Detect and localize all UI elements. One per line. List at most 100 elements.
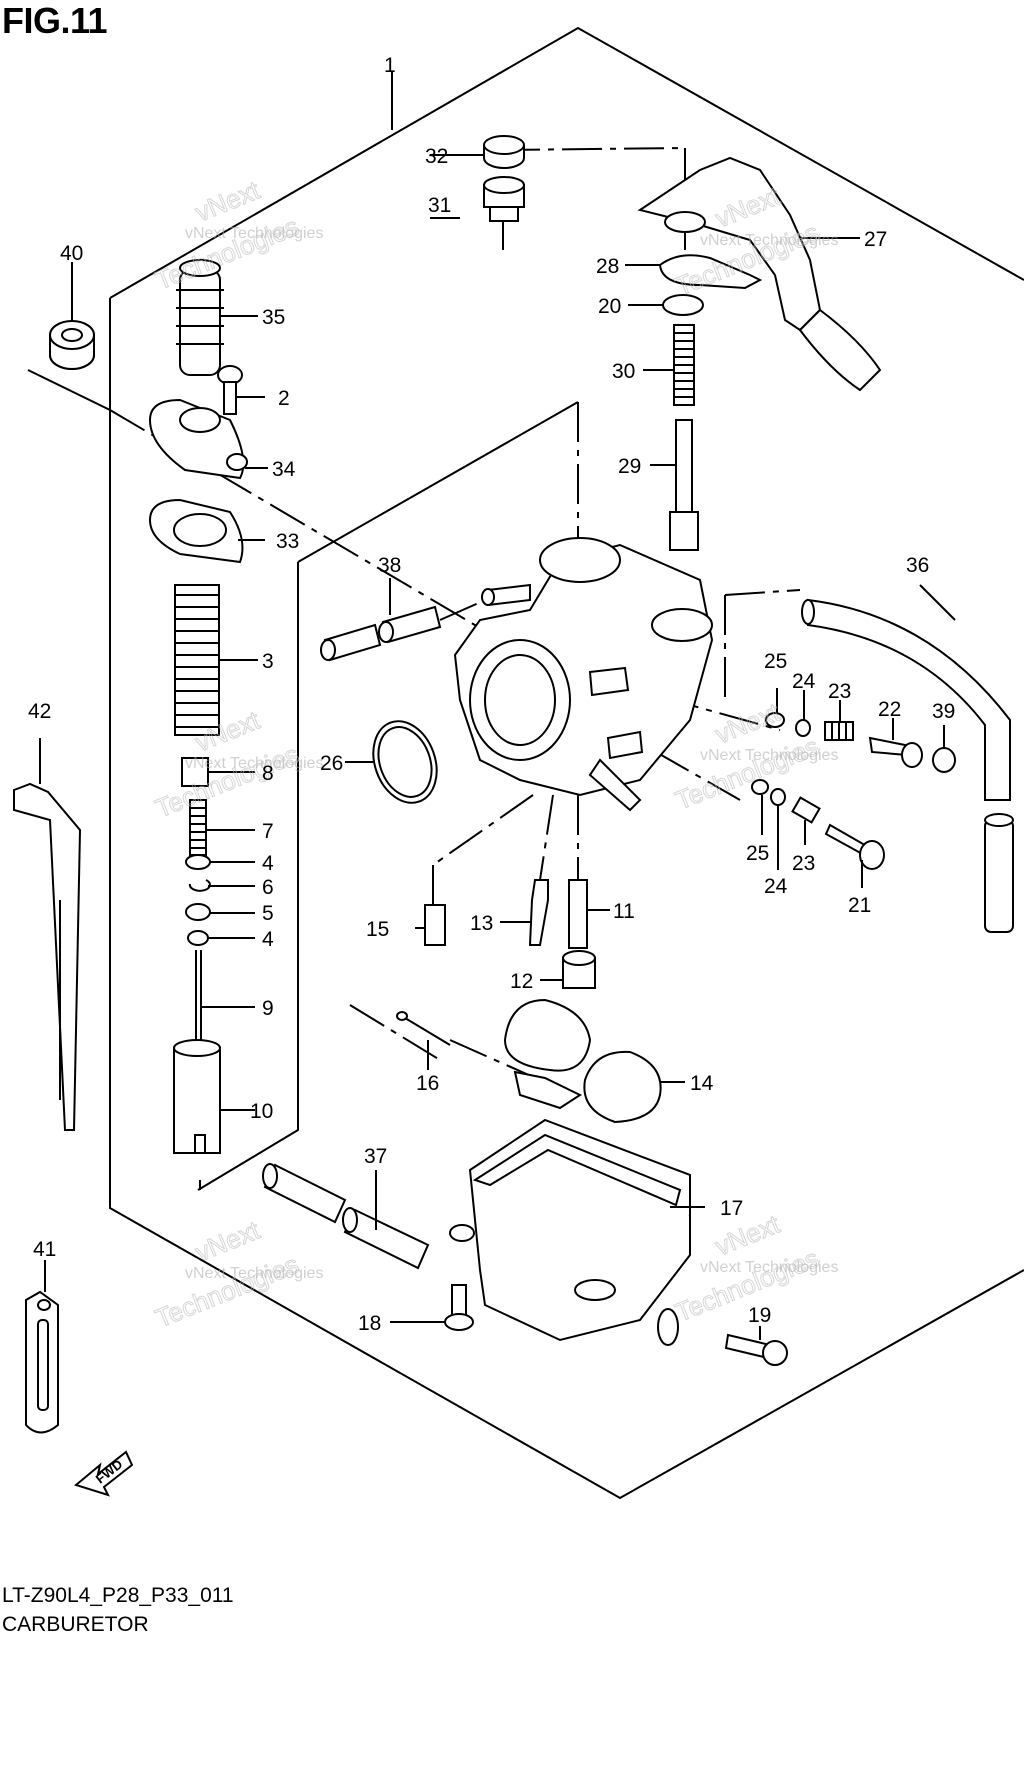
model-code: LT-Z90L4_P28_P33_011 (2, 1584, 234, 1607)
part-36-hose (801, 598, 1014, 933)
assembly-dash-lines (109, 147, 801, 1190)
callout-13: 13 (470, 912, 493, 935)
callout-10: 10 (250, 1100, 273, 1123)
part-19-drain-screw (724, 1333, 788, 1366)
part-26-oring (372, 720, 438, 804)
callout-28: 28 (596, 255, 619, 278)
callout-30: 30 (612, 360, 635, 383)
leader-lines (39, 72, 956, 1340)
part-10-slide (173, 1039, 221, 1154)
callout-15: 15 (366, 918, 389, 941)
callout-4: 4 (262, 852, 274, 875)
callout-38: 38 (378, 554, 401, 577)
callout-14: 14 (690, 1072, 714, 1095)
part-37-hose (262, 1163, 430, 1270)
watermark-text: vNext (711, 697, 785, 750)
part-30-spring (673, 324, 695, 406)
part-14-float (503, 998, 662, 1124)
callout-12: 12 (510, 970, 533, 993)
part-lower-screws (751, 779, 885, 870)
watermark-text: vNext Technologies (185, 1265, 323, 1282)
callout-17: 17 (720, 1197, 743, 1220)
callout-3: 3 (262, 650, 274, 673)
callout-32: 32 (425, 145, 448, 168)
callout-9: 9 (262, 997, 274, 1020)
callout-5: 5 (262, 902, 274, 925)
callout-20: 20 (598, 295, 621, 318)
callout-21: 21 (848, 894, 871, 917)
part-11-tube (568, 879, 588, 949)
callout-42: 42 (28, 700, 51, 723)
part-8-clip (181, 757, 209, 787)
callout-24b: 24 (764, 875, 788, 898)
watermark-text: Technologies (151, 1249, 303, 1334)
watermark-text: vNext Technologies (700, 747, 838, 764)
callout-34: 34 (272, 458, 296, 481)
watermark-text: Technologies (671, 1243, 823, 1328)
callout-37: 37 (364, 1145, 387, 1168)
watermark-text: Technologies (151, 211, 303, 296)
callout-23: 23 (828, 680, 851, 703)
part-28-plate (658, 254, 763, 290)
callout-31: 31 (428, 194, 451, 217)
callout-22: 22 (878, 698, 901, 721)
watermark-text: vNext Technologies (700, 1259, 838, 1276)
part-3-spring (174, 584, 220, 736)
part-2-screw (217, 365, 243, 415)
callout-18: 18 (358, 1312, 381, 1335)
part-34-top (148, 398, 248, 480)
part-27-lever (637, 156, 882, 392)
part-18-screw (444, 1284, 474, 1331)
callout-35: 35 (262, 306, 285, 329)
part-29-plunger (669, 419, 699, 551)
part-41-clamp (25, 1290, 59, 1434)
callout-41: 41 (33, 1238, 56, 1261)
part-17-float-bowl (449, 1118, 691, 1346)
part-13-jet (528, 879, 549, 946)
watermark-text: vNext Technologies (185, 755, 323, 772)
part-42-cable-tie (13, 782, 82, 1131)
part-upper-screws (765, 712, 956, 773)
callout-39: 39 (932, 700, 955, 723)
callout-labels: 1 2 3 4 4 5 6 7 8 9 10 11 12 13 14 15 16… (28, 54, 955, 1335)
part-16-pin (396, 1011, 451, 1046)
part-35-cap (176, 259, 224, 376)
part-31-adjuster (483, 176, 525, 222)
part-washers (185, 854, 211, 946)
part-38-pipe (320, 605, 442, 662)
part-12-jet (562, 950, 596, 989)
callout-29: 29 (618, 455, 641, 478)
watermark-text: Technologies (151, 739, 303, 824)
assembly-frame (27, 26, 1024, 1500)
part-15-jet (424, 904, 446, 946)
carburetor-body (453, 537, 714, 812)
watermark-text: vNext Technologies (185, 225, 323, 242)
callout-8: 8 (262, 762, 274, 785)
callout-33: 33 (276, 530, 299, 553)
part-40-nut (49, 320, 95, 370)
fwd-arrow (73, 1450, 134, 1497)
watermark-text: vNext Technologies (700, 232, 838, 249)
callout-19: 19 (748, 1304, 771, 1327)
part-32-cap (483, 135, 525, 169)
watermark-text: vNext (191, 705, 265, 758)
callout-16: 16 (416, 1072, 439, 1095)
callout-1: 1 (384, 54, 396, 77)
watermark-text: Technologies (671, 731, 823, 816)
callout-2: 2 (278, 387, 290, 410)
callout-25b: 25 (746, 842, 769, 865)
figure-title: FIG.11 (2, 0, 108, 41)
callout-6: 6 (262, 876, 274, 899)
callout-26: 26 (320, 752, 343, 775)
callout-36: 36 (906, 554, 929, 577)
callout-7: 7 (262, 820, 274, 843)
callout-4b: 4 (262, 928, 274, 951)
callout-11: 11 (613, 900, 635, 923)
part-name: CARBURETOR (2, 1613, 149, 1636)
callout-40: 40 (60, 242, 83, 265)
callout-25: 25 (764, 650, 787, 673)
callout-23b: 23 (792, 852, 815, 875)
part-33-gasket (148, 498, 244, 564)
watermark-text: vNext (191, 1215, 265, 1268)
